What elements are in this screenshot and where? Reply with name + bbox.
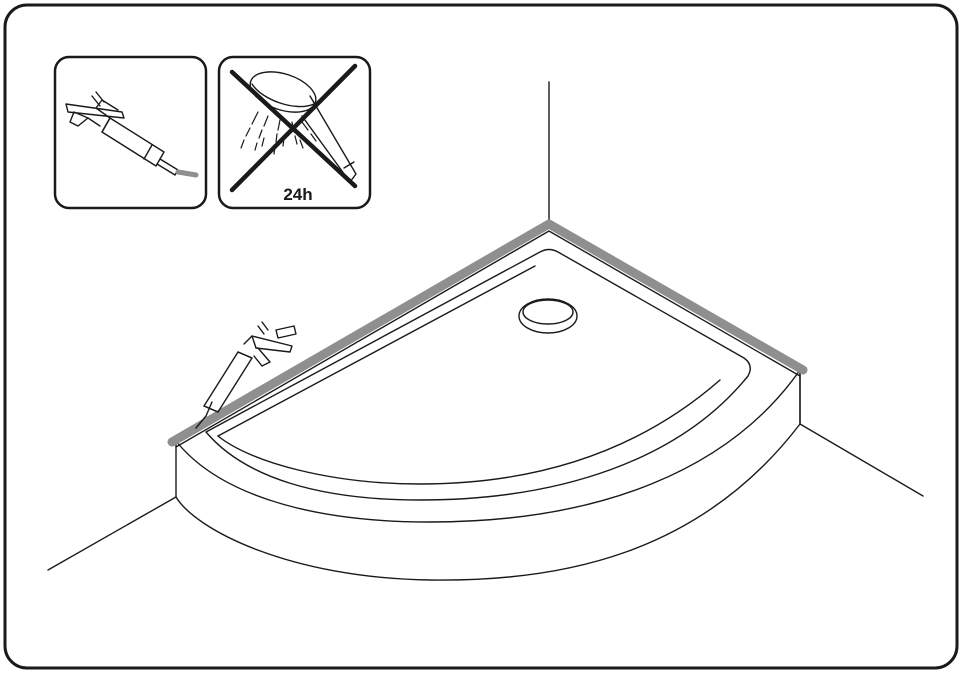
shower-head bbox=[249, 71, 317, 113]
silicone-gun-in-scene bbox=[195, 321, 297, 429]
prohibited-cross-icon bbox=[229, 63, 358, 193]
outer-frame bbox=[3, 3, 959, 670]
shower-tray-scene bbox=[47, 81, 924, 581]
drain-icon bbox=[518, 298, 578, 334]
icon-frame bbox=[53, 55, 208, 210]
floor-left-line bbox=[47, 496, 177, 571]
silicone-seal-line bbox=[167, 219, 808, 447]
silicone-gun-icon bbox=[53, 55, 208, 210]
tray-floor-line bbox=[217, 265, 536, 437]
tray-basin-inner bbox=[205, 248, 751, 501]
no-shower-icon: 24h bbox=[217, 55, 372, 210]
floor-right-line bbox=[799, 423, 924, 497]
tray-rim-outer bbox=[175, 225, 801, 523]
tray-skirt bbox=[175, 369, 801, 581]
duration-label: 24h bbox=[283, 185, 312, 204]
